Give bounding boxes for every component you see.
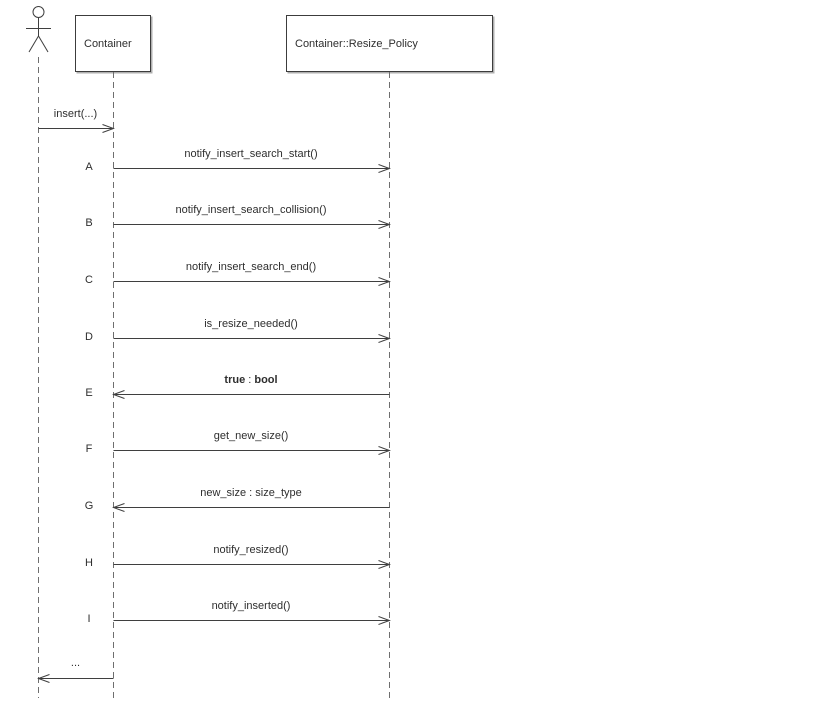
message-arrow-e <box>112 390 390 399</box>
message-id-b: B <box>85 217 93 229</box>
arrowhead-right-icon <box>378 616 391 625</box>
message-label-return: ... <box>70 657 81 669</box>
message-arrow-return <box>37 674 114 683</box>
message-arrow-c <box>113 277 391 286</box>
message-label-h: notify_resized() <box>213 544 289 556</box>
message-id-e: E <box>85 387 93 399</box>
message-label-d: is_resize_needed() <box>204 318 298 330</box>
message-id-f: F <box>85 443 93 455</box>
message-label-g: new_size : size_type <box>200 487 302 499</box>
message-label-b: notify_insert_search_collision() <box>175 204 327 216</box>
message-id-d: D <box>85 331 93 343</box>
arrowhead-right-icon <box>378 446 391 455</box>
message-arrow-insert <box>38 124 115 133</box>
arrowhead-left-icon <box>112 390 125 399</box>
message-id-h: H <box>85 557 93 569</box>
participant-container-box: Container <box>75 15 151 72</box>
return-type: bool <box>254 374 278 386</box>
participant-resize-policy-box: Container::Resize_Policy <box>286 15 493 72</box>
return-value: true <box>224 374 246 386</box>
arrowhead-right-icon <box>378 560 391 569</box>
message-id-c: C <box>85 274 93 286</box>
arrowhead-right-icon <box>378 220 391 229</box>
message-label-c: notify_insert_search_end() <box>185 261 317 273</box>
actor-head <box>32 6 45 18</box>
message-arrow-d <box>113 334 391 343</box>
arrowhead-right-icon <box>378 277 391 286</box>
arrowhead-right-icon <box>102 124 115 133</box>
message-arrow-a <box>113 164 391 173</box>
message-id-g: G <box>84 500 94 512</box>
message-arrow-h <box>113 560 391 569</box>
arrowhead-right-icon <box>378 164 391 173</box>
message-id-a: A <box>85 161 93 173</box>
lifelines <box>38 57 390 698</box>
actor-icon <box>26 6 51 53</box>
message-label-insert: insert(...) <box>53 108 98 120</box>
message-label-e: true : bool <box>113 373 389 387</box>
message-arrow-b <box>113 220 391 229</box>
message-label-i: notify_inserted() <box>211 600 291 612</box>
participant-container-label: Container <box>84 37 132 50</box>
message-arrow-i <box>113 616 391 625</box>
arrowhead-right-icon <box>378 334 391 343</box>
message-id-i: I <box>87 613 91 625</box>
message-arrow-f <box>113 446 391 455</box>
message-arrows <box>37 124 391 683</box>
arrowhead-left-icon <box>112 503 125 512</box>
participant-resize-policy-label: Container::Resize_Policy <box>295 37 418 50</box>
arrowhead-left-icon <box>37 674 50 683</box>
return-separator: : <box>245 374 255 386</box>
actor-leg-right <box>38 35 49 53</box>
message-arrow-g <box>112 503 390 512</box>
message-label-a: notify_insert_search_start() <box>184 148 318 160</box>
actor-leg-left <box>28 35 39 53</box>
message-label-f: get_new_size() <box>213 430 289 442</box>
